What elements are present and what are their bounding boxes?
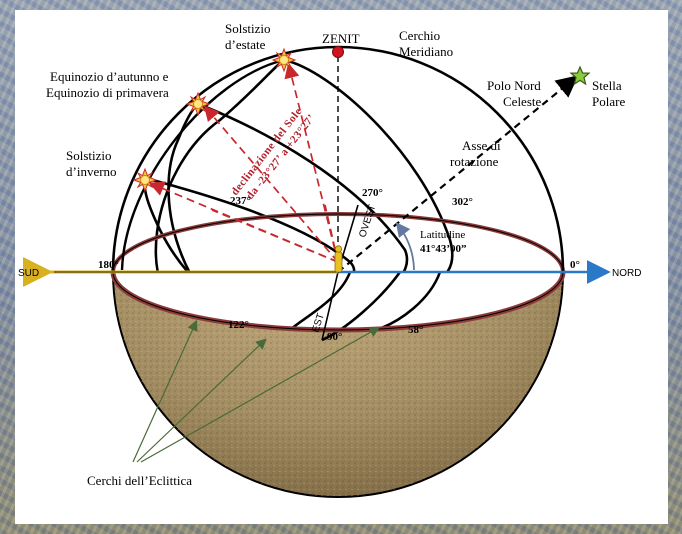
pointer-1 [132,319,198,463]
label-cerchio-meridiano-1: Cerchio [399,28,440,43]
rotation-axis [337,75,579,273]
latitude-arc [395,222,415,271]
label-latitudine-2: 41°43’00” [420,243,467,255]
label-stella-polare-1: Stella [592,78,622,93]
ray-equinox [203,105,339,263]
degree-270: 270° [362,187,383,199]
label-sud: SUD [18,268,39,279]
ray-270 [324,204,339,263]
label-polo-nord-2: Celeste [503,94,541,109]
degree-180: 180° [98,259,119,271]
zenith-point [332,46,344,58]
east-west-line [321,271,339,341]
sun-equinox [185,91,211,117]
label-solstizio-estate-2: d’estate [225,37,266,52]
degree-90: 90° [327,331,342,343]
ecliptic-pointers [132,319,381,463]
label-solstizio-inverno-1: Solstizio [66,148,112,163]
sun-winter [132,167,158,193]
label-cerchi-eclittica: Cerchi dell’Eclittica [87,473,192,488]
pointer-2 [136,338,267,463]
label-asse-2: rotazione [450,154,499,169]
degree-122: 122° [228,319,249,331]
sun-summer [271,47,297,73]
label-zenit: ZENIT [322,31,360,46]
degree-58: 58° [408,324,423,336]
ray-237 [211,209,339,263]
polaris-star-icon [569,65,591,86]
degree-0: 0° [570,259,580,271]
meridian-inner-arc [120,58,285,271]
observer-figure [334,245,343,273]
label-cerchio-meridiano-2: Meridiano [399,44,453,59]
degree-302: 302° [452,196,473,208]
degree-237: 237° [230,195,251,207]
label-equinozio-1: Equinozio d’autunno e [50,69,169,84]
label-nord: NORD [612,268,641,279]
pointer-3 [140,326,381,463]
label-polo-nord-1: Polo Nord [487,78,541,93]
label-asse-1: Asse di [462,138,501,153]
label-solstizio-estate-1: Solstizio [225,21,271,36]
label-stella-polare-2: Polare [592,94,625,109]
sun-rays [148,62,339,263]
label-latitudine-1: Latitudine [420,229,465,241]
label-solstizio-inverno-2: d’inverno [66,164,117,179]
label-equinozio-2: Equinozio di primavera [46,85,169,100]
daily-circle-equinox-lower [321,271,402,342]
